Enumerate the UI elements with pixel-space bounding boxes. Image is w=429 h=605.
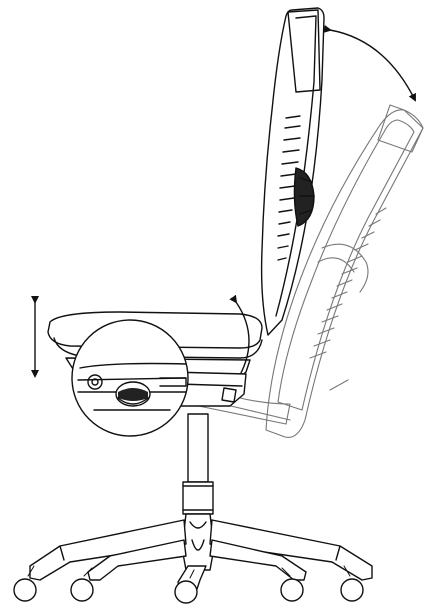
caster-wheels bbox=[13, 565, 364, 604]
caster-wheel bbox=[340, 578, 364, 602]
recline-arc-arrow bbox=[323, 24, 416, 102]
seat-mechanism bbox=[169, 371, 247, 407]
five-star-base bbox=[29, 513, 373, 593]
backrest-upright bbox=[260, 7, 325, 336]
caster-wheel bbox=[174, 580, 198, 604]
height-lever-detail bbox=[71, 319, 189, 437]
gas-cylinder bbox=[182, 413, 214, 515]
backrest-reclined bbox=[265, 104, 424, 438]
caster-wheel bbox=[280, 578, 304, 602]
caster-wheel bbox=[70, 578, 94, 602]
caster-wheel bbox=[13, 578, 37, 602]
